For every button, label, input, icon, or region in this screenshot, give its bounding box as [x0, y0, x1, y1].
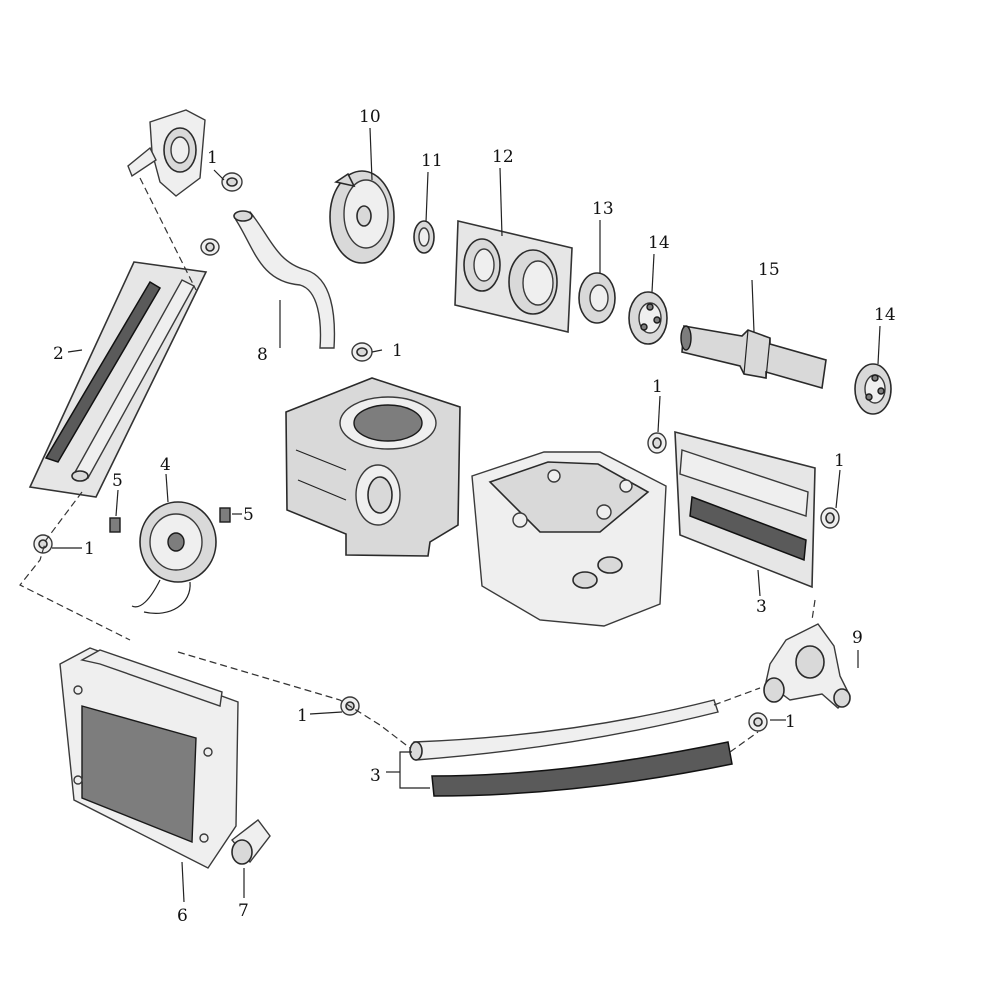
thermostat-housing	[127, 109, 206, 197]
clamp-hose-elbow	[351, 342, 373, 362]
part-13-bushing	[578, 272, 616, 324]
part-14-bearing-right	[854, 363, 892, 415]
callout-5: 5	[112, 471, 123, 491]
callout-3: 3	[756, 597, 767, 617]
clamp-hose-top	[200, 238, 220, 256]
clamp-card-right	[820, 507, 840, 529]
callout-1: 1	[652, 377, 663, 397]
part-10-pump-housing	[329, 170, 395, 264]
callout-14: 14	[648, 233, 670, 253]
callout-6: 6	[177, 906, 188, 926]
callout-9: 9	[852, 628, 863, 648]
callout-labels: 1 2 8 1 10 11 12 13 14 15 14 1 1 4 5 5 1…	[53, 107, 896, 926]
callout-11: 11	[421, 151, 443, 171]
part-6-radiator	[59, 647, 239, 869]
part-15-pump-shaft	[680, 325, 827, 390]
part-12-seal-kit	[454, 219, 573, 334]
clamp-card-left	[647, 432, 667, 454]
part-4-fan	[131, 501, 217, 614]
clamp-top-left	[221, 172, 243, 192]
callout-7: 7	[238, 901, 249, 921]
part-3-lower-hoses	[409, 699, 733, 797]
callout-8: 8	[257, 345, 268, 365]
part-9-coolant-valve	[763, 623, 851, 709]
leader-lines	[52, 127, 881, 903]
part-3-hose-card-right	[674, 430, 816, 589]
callout-1: 1	[392, 341, 403, 361]
callout-1: 1	[84, 539, 95, 559]
callout-1: 1	[785, 712, 796, 732]
part-5-bolt-right	[219, 507, 231, 523]
callout-4: 4	[160, 455, 171, 475]
callout-1: 1	[207, 148, 218, 168]
cylinder-head	[471, 451, 667, 627]
part-14-bearing-left	[628, 291, 668, 345]
callout-14: 14	[874, 305, 896, 325]
callout-13: 13	[592, 199, 614, 219]
clamp-lower-right	[748, 712, 768, 732]
part-11-seal-ring	[413, 220, 435, 254]
part-2-hose-set	[28, 261, 208, 498]
part-7-temperature-switch	[231, 819, 271, 865]
assembly-lines	[19, 177, 816, 753]
part-5-bolt-left	[109, 517, 121, 533]
callout-5: 5	[243, 505, 254, 525]
callout-1: 1	[834, 451, 845, 471]
part-8-hose-elbow	[233, 210, 336, 349]
callout-15: 15	[758, 260, 780, 280]
callout-2: 2	[53, 344, 64, 364]
callout-10: 10	[359, 107, 381, 127]
callout-3: 3	[370, 766, 381, 786]
callout-1: 1	[297, 706, 308, 726]
cylinder-block	[285, 377, 461, 557]
callout-12: 12	[492, 147, 514, 167]
